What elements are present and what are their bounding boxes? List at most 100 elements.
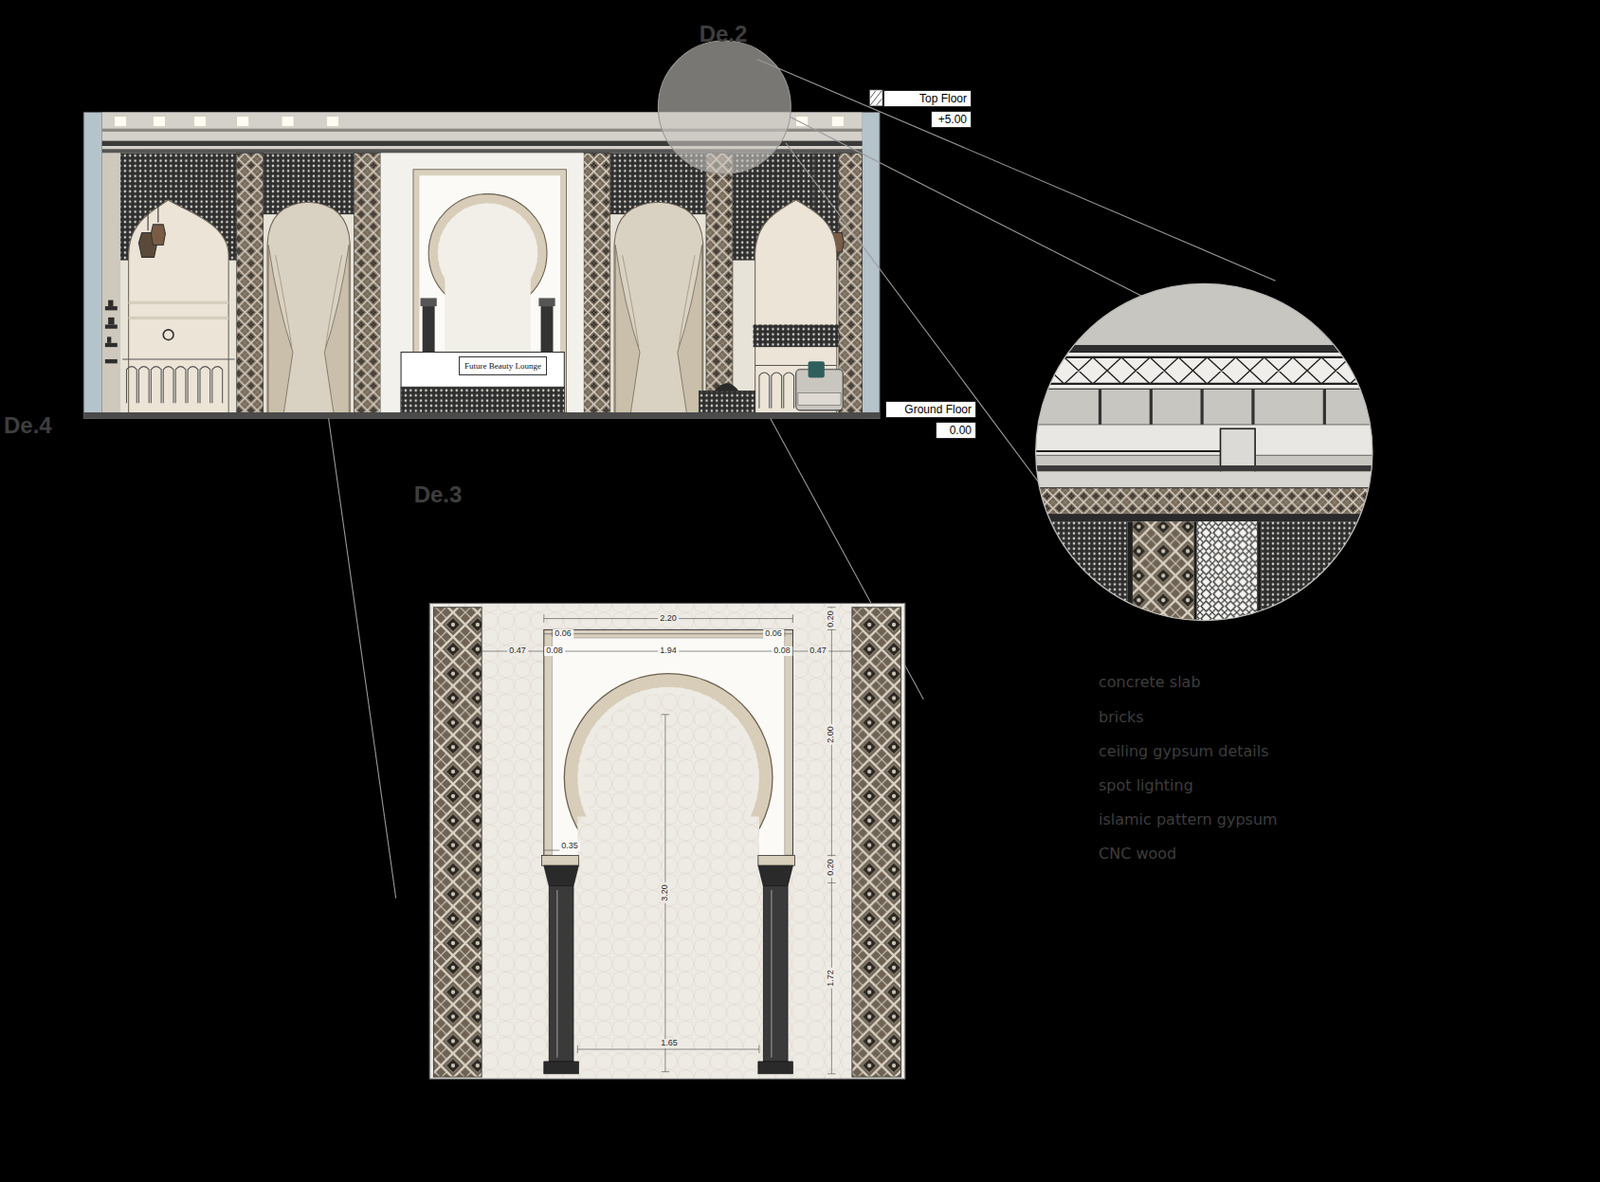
arch-detail bbox=[770, 890, 773, 1058]
ceiling-detail bbox=[1127, 521, 1133, 634]
interior-elevation bbox=[128, 316, 230, 320]
dimension: 0.20 bbox=[826, 856, 837, 878]
interior-elevation bbox=[275, 254, 343, 347]
interior-elevation bbox=[614, 201, 704, 414]
arch-detail bbox=[429, 602, 906, 1079]
interior-elevation bbox=[657, 40, 791, 174]
sofa bbox=[798, 393, 841, 406]
ceiling-detail bbox=[1030, 465, 1378, 472]
interior-elevation bbox=[83, 40, 883, 419]
arch-detail bbox=[434, 607, 483, 1077]
wall-shelf bbox=[108, 317, 114, 326]
material-note: spot lighting bbox=[1098, 777, 1194, 795]
ceiling-detail bbox=[1200, 388, 1204, 425]
ceiling-detail bbox=[1030, 521, 1128, 634]
spot-light bbox=[114, 116, 128, 128]
ceiling-detail bbox=[1323, 388, 1327, 425]
spot-light bbox=[236, 116, 250, 128]
ceiling-detail bbox=[1030, 514, 1378, 523]
level-tag: Top Floor +5.00 bbox=[883, 90, 972, 128]
ceiling-detail bbox=[1030, 280, 1379, 635]
sofa bbox=[796, 361, 844, 411]
interior-elevation bbox=[236, 153, 264, 415]
dimension-line bbox=[827, 607, 837, 1074]
dimension-line bbox=[661, 714, 671, 1073]
hanging-lantern bbox=[147, 153, 149, 232]
interior-elevation bbox=[538, 297, 555, 307]
interior-elevation bbox=[400, 386, 564, 414]
railing bbox=[122, 359, 235, 403]
arch-detail bbox=[429, 602, 906, 1079]
column bbox=[758, 854, 796, 866]
level-value: +5.00 bbox=[930, 110, 972, 128]
column bbox=[542, 854, 796, 1073]
side-table bbox=[698, 382, 755, 414]
leader-line bbox=[328, 418, 397, 899]
dimension-line bbox=[577, 1049, 760, 1051]
hanging-lantern bbox=[836, 153, 837, 232]
interior-elevation bbox=[541, 306, 554, 358]
dimension-line bbox=[831, 607, 833, 1074]
arch-detail bbox=[852, 607, 902, 1077]
sign-box: Future Beauty Lounge bbox=[458, 356, 547, 376]
spot-light bbox=[194, 116, 207, 128]
level-name: Top Floor bbox=[883, 90, 972, 108]
interior-elevation bbox=[163, 329, 174, 341]
ceiling-detail bbox=[1149, 388, 1153, 425]
ceiling-detail bbox=[1030, 356, 1378, 359]
ceiling-detail bbox=[1030, 472, 1378, 489]
railing bbox=[126, 366, 222, 404]
dimension: 0.06 bbox=[763, 629, 784, 639]
material-note: islamic pattern gypsum bbox=[1098, 811, 1278, 829]
arch-detail bbox=[577, 816, 760, 1078]
dimension: 0.08 bbox=[544, 646, 565, 656]
ceiling-detail bbox=[1132, 521, 1195, 634]
interior-elevation bbox=[752, 324, 838, 347]
ceiling-detail bbox=[1256, 521, 1261, 634]
column bbox=[758, 865, 794, 887]
level-name: Ground Floor bbox=[885, 400, 977, 419]
column bbox=[548, 886, 574, 1062]
ceiling-detail bbox=[1251, 388, 1255, 425]
interior-elevation bbox=[267, 201, 350, 414]
interior-elevation bbox=[354, 153, 382, 415]
detail-tag: De.4 bbox=[3, 413, 53, 438]
dimension: 0.08 bbox=[771, 646, 793, 656]
dimension: 0.35 bbox=[559, 841, 581, 852]
dimension-line bbox=[481, 607, 853, 1074]
leader-line bbox=[785, 143, 1043, 489]
interior-elevation bbox=[869, 90, 883, 107]
ceiling-detail bbox=[1030, 352, 1378, 390]
interior-elevation bbox=[381, 153, 584, 415]
interior-elevation bbox=[422, 306, 436, 358]
column bbox=[544, 865, 580, 887]
material-note: CNC wood bbox=[1098, 845, 1177, 863]
arch-detail bbox=[556, 890, 559, 1058]
dimension: 1.65 bbox=[658, 1038, 680, 1049]
wall-shelf bbox=[105, 306, 118, 310]
interior-elevation bbox=[83, 111, 102, 419]
column bbox=[544, 1061, 580, 1074]
dimension: 1.72 bbox=[826, 967, 837, 989]
level-tag: Ground Floor0.00 bbox=[885, 400, 977, 439]
spot-light bbox=[281, 116, 294, 128]
column bbox=[758, 1061, 794, 1074]
interior-elevation bbox=[706, 153, 733, 415]
wall-shelf bbox=[108, 300, 113, 307]
ceiling-detail bbox=[1030, 382, 1378, 385]
wall-shelf bbox=[105, 324, 118, 328]
dimension: 2.20 bbox=[657, 614, 679, 624]
material-note: concrete slab bbox=[1098, 673, 1201, 691]
side-table bbox=[714, 382, 740, 391]
dimension: 0.47 bbox=[807, 646, 829, 656]
dimension-line bbox=[544, 633, 794, 635]
spot-light bbox=[326, 116, 339, 128]
interior-elevation bbox=[870, 90, 882, 106]
wall-shelf bbox=[105, 300, 118, 364]
dimension: 2.00 bbox=[826, 724, 837, 746]
ceiling-detail bbox=[1098, 388, 1102, 425]
dimension: 0.06 bbox=[552, 629, 574, 639]
sign-text: Future Beauty Lounge bbox=[464, 361, 542, 371]
